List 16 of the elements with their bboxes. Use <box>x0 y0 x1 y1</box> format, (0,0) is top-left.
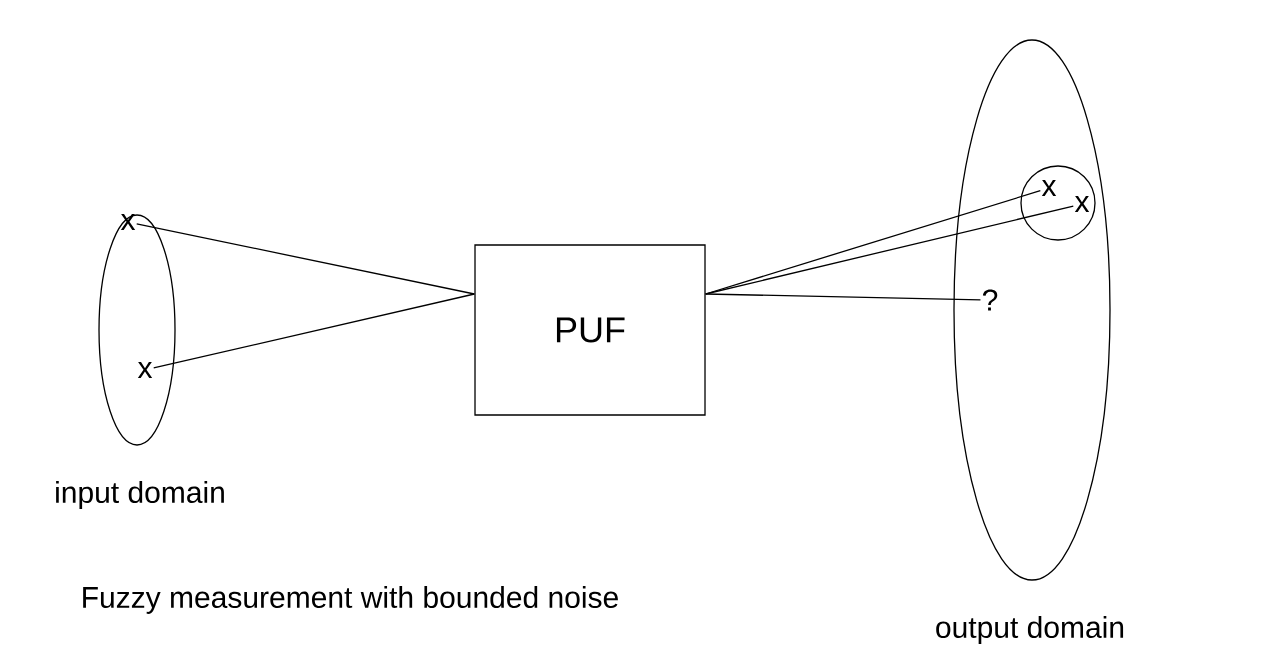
caption: Fuzzy measurement with bounded noise <box>83 586 618 614</box>
connector-line <box>153 293 475 369</box>
point-label: x <box>1041 180 1057 196</box>
connector-line <box>136 223 475 295</box>
domain-label: output domain <box>936 616 1124 644</box>
connector-line <box>705 190 1041 295</box>
domain-ellipse <box>953 39 1111 581</box>
point-label: x <box>120 214 136 230</box>
cluster-circle <box>1020 165 1096 241</box>
connector-line <box>705 293 982 301</box>
domain-label: input domain <box>56 481 224 509</box>
process-box: PUF <box>474 244 706 416</box>
point-label: x <box>1074 196 1090 212</box>
point-label: ? <box>982 289 998 311</box>
domain-ellipse <box>98 214 176 446</box>
point-label: x <box>137 362 153 378</box>
